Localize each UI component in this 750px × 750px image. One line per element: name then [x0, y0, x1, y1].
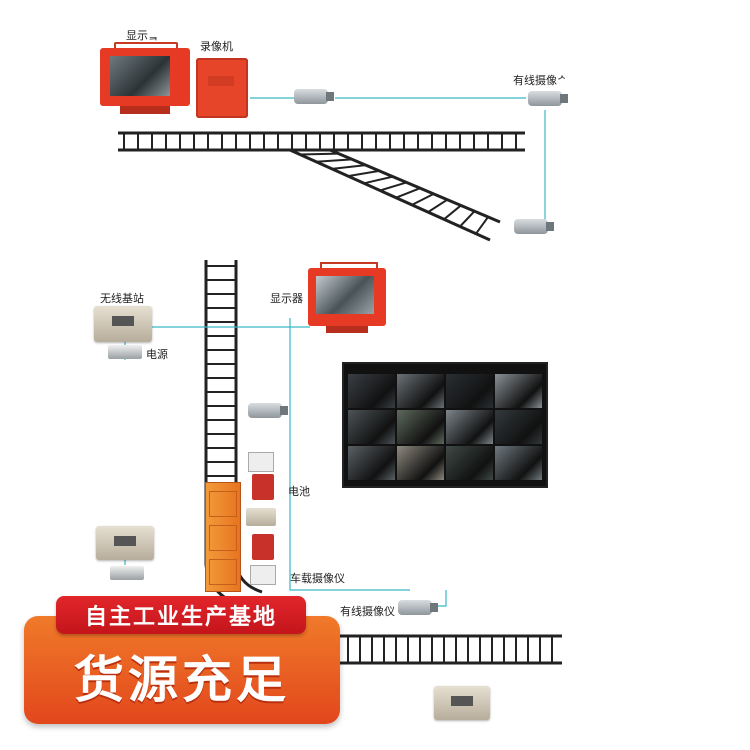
rail-tie [299, 152, 339, 156]
mine-vehicle [205, 482, 241, 592]
wired-camera-icon [248, 400, 288, 420]
video-wall-screen [342, 362, 548, 488]
top-connector-lines [250, 97, 546, 228]
video-feed-tile [495, 410, 542, 444]
top-rail-track [118, 131, 525, 152]
monitor-mid-label: 显示器 [270, 292, 303, 305]
rail-tie [315, 158, 353, 163]
power-device [110, 566, 144, 580]
video-feed-tile [495, 446, 542, 480]
power-device [108, 345, 142, 359]
wireless-station-device [94, 306, 152, 342]
vehicle-camera-device [250, 565, 276, 585]
battery-device [252, 474, 274, 500]
video-feed-tile [446, 446, 493, 480]
wired-camera-icon [294, 86, 334, 106]
rail-tie [443, 204, 462, 221]
promo-main-text: 货源充足 [74, 651, 290, 709]
wired-camera-bottom-label: 有线摄像仪 [340, 605, 395, 618]
top-branch-track [289, 148, 501, 242]
video-feed-tile [397, 410, 444, 444]
recorder-label: 录像机 [200, 40, 233, 53]
battery-device [246, 508, 276, 526]
video-feed-tile [397, 446, 444, 480]
promo-top-banner: 自主工业生产基地 [56, 596, 306, 634]
video-feed-tile [348, 410, 395, 444]
video-feed-tile [348, 446, 395, 480]
rail-tie [459, 210, 476, 228]
wireless-station-label: 无线基站 [100, 292, 144, 305]
video-feed-tile [348, 374, 395, 408]
wireless-station-device [434, 686, 490, 720]
rail-tie [363, 175, 394, 185]
wired-camera-icon [398, 597, 438, 617]
video-feed-tile [446, 374, 493, 408]
vehicle-camera-label: 车载摄像仪 [290, 572, 345, 585]
bottom-rail-track [330, 634, 562, 665]
wired-camera-top-label: 有线摄像ᄼ [513, 74, 568, 87]
recorder-device [196, 58, 248, 118]
monitor-top-device [100, 42, 190, 118]
wireless-station-device [96, 526, 154, 560]
rail-tie [347, 169, 380, 178]
power-label: 电源 [146, 348, 168, 361]
battery-device [252, 534, 274, 560]
monitor-top-label: 显示ᆿ [126, 29, 159, 42]
rail-tie [379, 181, 407, 192]
promo-banner: 货源充足 [24, 616, 340, 724]
battery-device [248, 452, 274, 472]
wired-camera-icon [514, 216, 554, 236]
video-feed-tile [495, 374, 542, 408]
video-feed-tile [446, 410, 493, 444]
rail-tie [411, 193, 435, 206]
video-feed-tile [397, 374, 444, 408]
wired-camera-icon [528, 88, 568, 108]
rail-tie [395, 187, 421, 199]
rail-tie [331, 164, 366, 170]
rail-tie [427, 198, 448, 213]
battery-label: 电池 [288, 485, 310, 498]
monitor-mid-device [308, 262, 386, 334]
rail-tie [475, 216, 489, 235]
